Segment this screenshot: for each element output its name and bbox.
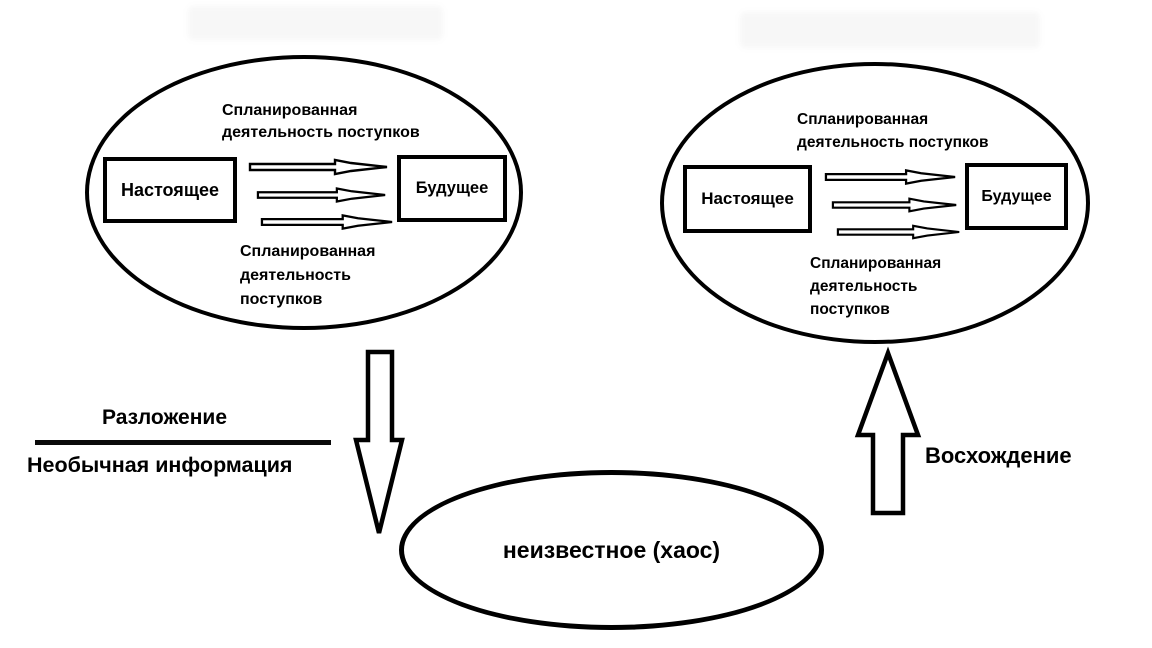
left-top-label-line1: Спланированная xyxy=(222,102,358,119)
left-present-box: Настоящее xyxy=(103,157,237,223)
left-bottom-label-line1: Спланированная xyxy=(240,243,376,260)
right-future-box: Будущее xyxy=(965,163,1068,230)
chaos-label: неизвестное (хаос) xyxy=(502,536,721,563)
pencil-arrow-icon xyxy=(248,158,388,176)
left-future-box: Будущее xyxy=(397,155,507,222)
left-top-label-line2: деятельность поступков xyxy=(222,124,420,141)
left-bottom-label-line2: деятельность xyxy=(240,267,351,284)
right-present-box: Настоящее xyxy=(683,165,812,233)
descent-denominator-label: Необычная информация xyxy=(27,453,293,477)
up-arrow-icon xyxy=(854,346,922,516)
left-present-label: Настоящее xyxy=(120,179,220,200)
erased-caption-ghost-left xyxy=(188,6,443,40)
pencil-arrow-icon xyxy=(256,187,386,203)
chaos-ellipse: неизвестное (хаос) xyxy=(399,470,824,630)
pencil-arrow-icon xyxy=(260,213,393,231)
left-top-label: Спланированная деятельность поступков xyxy=(222,100,420,144)
descent-numerator-label: Разложение xyxy=(102,406,228,429)
right-bottom-label-line3: поступков xyxy=(810,301,890,318)
left-bottom-label-line3: поступков xyxy=(240,291,323,308)
pencil-arrow-icon xyxy=(824,169,956,185)
right-top-label-line2: деятельность поступков xyxy=(797,134,989,151)
left-future-label: Будущее xyxy=(415,179,489,197)
fraction-divider-line xyxy=(35,440,331,445)
pencil-arrow-icon xyxy=(836,224,960,240)
right-present-label: Настоящее xyxy=(701,189,794,208)
right-future-label: Будущее xyxy=(981,187,1052,205)
right-top-label: Спланированная деятельность поступков xyxy=(797,108,989,154)
left-bottom-label: Спланированная деятельность поступков xyxy=(240,240,375,312)
right-bottom-label-line1: Спланированная xyxy=(810,255,942,272)
erased-caption-ghost-right xyxy=(740,12,1040,48)
right-bottom-label-line2: деятельность xyxy=(810,278,918,295)
down-arrow-icon xyxy=(353,349,405,534)
right-top-label-line1: Спланированная xyxy=(797,111,929,128)
ascent-label: Восхождение xyxy=(925,443,1072,468)
right-bottom-label: Спланированная деятельность поступков xyxy=(810,252,941,321)
pencil-arrow-icon xyxy=(831,197,957,213)
